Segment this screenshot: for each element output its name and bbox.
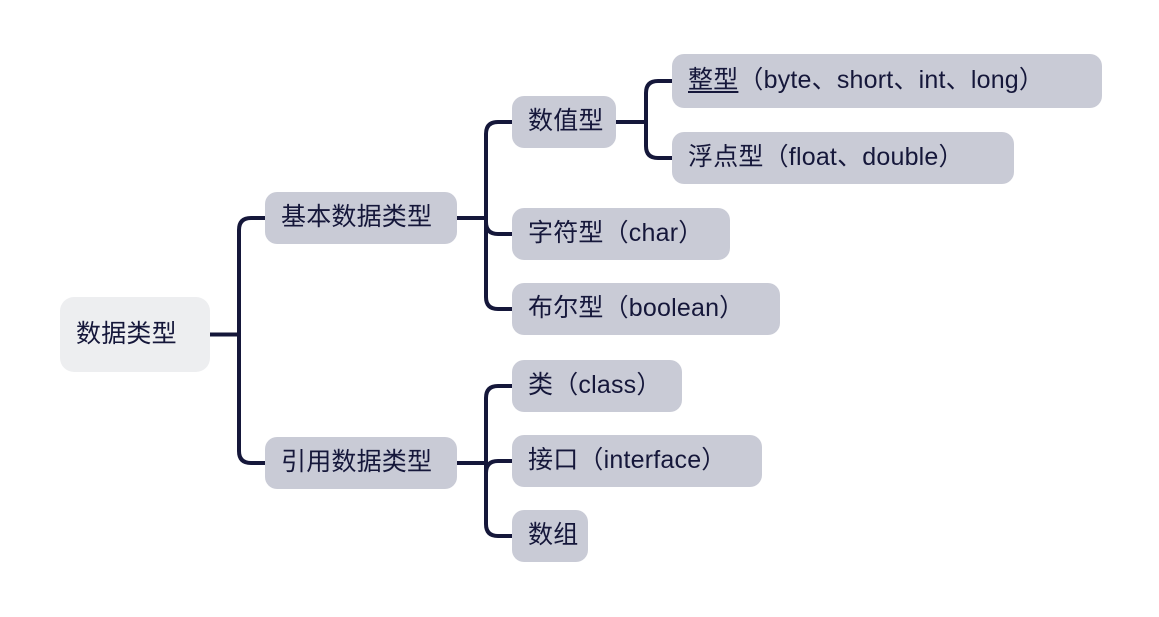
node-numeric[interactable]: 数值型 <box>512 96 616 148</box>
node-root[interactable]: 数据类型 <box>60 297 210 372</box>
node-float-label: 浮点型 <box>688 143 764 172</box>
node-boolean-sublabel: （boolean） <box>603 294 745 323</box>
connector-primitive-to-char <box>484 216 514 236</box>
connector-primitive-to-boolean <box>484 216 514 311</box>
node-primitive[interactable]: 基本数据类型 <box>265 192 457 244</box>
node-class-label: 类 <box>528 371 554 400</box>
node-class-sublabel: （class） <box>553 371 662 400</box>
connector-root-to-reference <box>237 332 267 465</box>
node-reference[interactable]: 引用数据类型 <box>265 437 457 489</box>
node-char[interactable]: 字符型（char） <box>512 208 730 260</box>
connector-reference-to-class <box>484 384 514 465</box>
connector-numeric-to-integer <box>644 79 674 124</box>
node-interface[interactable]: 接口（interface） <box>512 435 762 487</box>
connector-numeric-to-float <box>644 120 674 160</box>
connector-reference-to-array <box>484 461 514 538</box>
node-float-sublabel: （float、double） <box>763 143 964 172</box>
node-interface-sublabel: （interface） <box>578 446 727 475</box>
connector-reference-to-interface <box>484 459 514 475</box>
connector-primitive-to-numeric <box>484 120 514 220</box>
node-integer-label: 整型 <box>688 66 739 95</box>
node-class[interactable]: 类（class） <box>512 360 682 412</box>
node-reference-label: 引用数据类型 <box>281 448 433 477</box>
node-char-sublabel: （char） <box>603 219 704 248</box>
node-char-label: 字符型 <box>528 219 604 248</box>
node-array-label: 数组 <box>528 521 579 550</box>
connector-root-to-primitive <box>237 216 267 337</box>
node-integer-sublabel: （byte、short、int、long） <box>738 66 1045 95</box>
node-interface-label: 接口 <box>528 446 579 475</box>
node-integer[interactable]: 整型（byte、short、int、long） <box>672 54 1102 108</box>
node-numeric-label: 数值型 <box>528 107 604 136</box>
node-float[interactable]: 浮点型（float、double） <box>672 132 1014 184</box>
node-primitive-label: 基本数据类型 <box>281 203 433 232</box>
node-array[interactable]: 数组 <box>512 510 588 562</box>
node-boolean-label: 布尔型 <box>528 294 604 323</box>
node-boolean[interactable]: 布尔型（boolean） <box>512 283 780 335</box>
node-root-label: 数据类型 <box>76 319 177 348</box>
